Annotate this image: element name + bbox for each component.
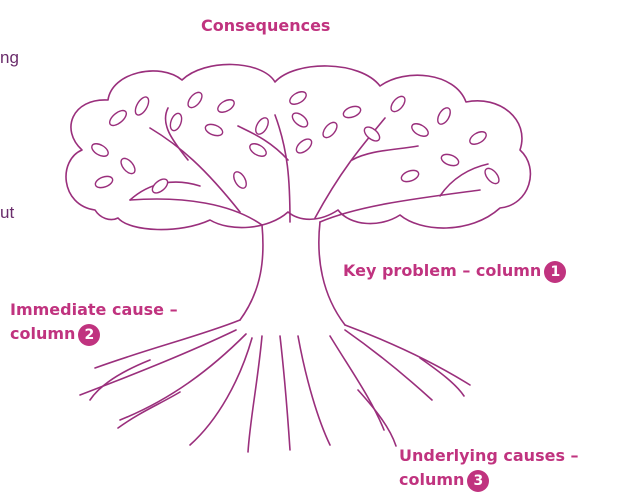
column-number-badge-2: 2: [78, 324, 100, 346]
branch-left: [130, 199, 262, 225]
key-problem-label-text: Key problem – column: [343, 261, 541, 280]
underlying-causes-label-line1: Underlying causes –: [399, 444, 579, 468]
branch-middle: [275, 115, 290, 222]
column-number-badge-1: 1: [544, 261, 566, 283]
column-number-badge-3: 3: [467, 470, 489, 492]
tree-leaves: [90, 89, 502, 195]
tree-trunk-left: [240, 225, 263, 320]
underlying-causes-label-line2: column: [399, 470, 464, 489]
branch-right: [320, 190, 480, 222]
consequences-label: Consequences: [201, 14, 330, 38]
tree-trunk-right: [319, 222, 345, 325]
immediate-cause-label-line2: column: [10, 324, 75, 343]
immediate-cause-label-line1: Immediate cause –: [10, 298, 178, 322]
